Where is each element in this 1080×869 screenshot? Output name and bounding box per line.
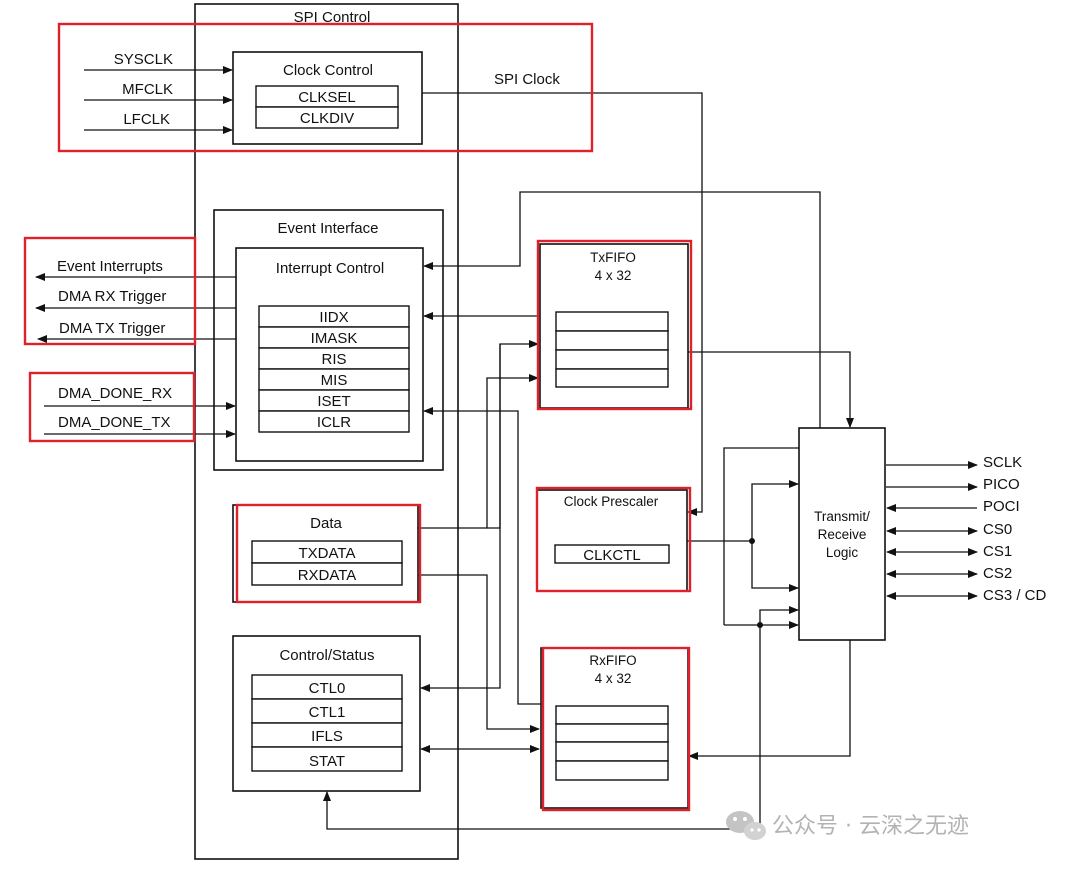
ifls-label: IFLS bbox=[311, 728, 343, 745]
sysclk-label: SYSCLK bbox=[114, 51, 173, 68]
trx-to-interrupt-wire bbox=[423, 191, 821, 428]
watermark-text: 公众号 · 云深之无迹 bbox=[772, 814, 969, 839]
event-interface-title: Event Interface bbox=[278, 220, 379, 237]
trx-line-2: Receive bbox=[818, 527, 867, 542]
clkctl-label: CLKCTL bbox=[583, 547, 641, 564]
ctl1-label: CTL1 bbox=[309, 704, 346, 721]
poci-pin-label: POCI bbox=[983, 498, 1020, 515]
rail-to-trx-wire-2 bbox=[759, 606, 799, 625]
txfifo-title: TxFIFO bbox=[590, 250, 636, 265]
interrupt-control-title: Interrupt Control bbox=[276, 260, 384, 277]
txfifo-to-trx-wire bbox=[688, 351, 854, 428]
rxfifo-title: RxFIFO bbox=[589, 653, 636, 668]
wechat-logo-icon bbox=[726, 811, 766, 840]
txfifo-slot bbox=[555, 368, 669, 388]
clksel-label: CLKSEL bbox=[298, 89, 356, 106]
trx-feedback-rail bbox=[723, 447, 799, 625]
highlight-event-outputs bbox=[23, 236, 197, 346]
spi-control-title: SPI Control bbox=[294, 9, 371, 26]
data-title: Data bbox=[310, 515, 342, 532]
interrupt-register-stack: IIDX IMASK RIS MIS ISET ICLR bbox=[258, 305, 410, 433]
rxfifo-to-rxdata-wire bbox=[418, 574, 540, 733]
highlight-boxes bbox=[23, 22, 693, 812]
clkdiv-label: CLKDIV bbox=[300, 110, 354, 127]
junction-dot bbox=[749, 538, 755, 544]
dma-done-rx-label: DMA_DONE_RX bbox=[58, 385, 172, 402]
highlight-dma-done-inputs bbox=[28, 371, 196, 443]
mfclk-label: MFCLK bbox=[122, 81, 173, 98]
ctl0-label: CTL0 bbox=[309, 680, 346, 697]
ris-label: RIS bbox=[321, 351, 346, 368]
dma-tx-trigger-label: DMA TX Trigger bbox=[59, 320, 165, 337]
iset-label: ISET bbox=[317, 393, 350, 410]
rxdata-register bbox=[251, 562, 403, 586]
cs2-pin-label: CS2 bbox=[983, 565, 1012, 582]
txfifo-slots bbox=[555, 311, 669, 388]
rxfifo-slot bbox=[555, 741, 669, 762]
trx-line-3: Logic bbox=[826, 545, 859, 560]
spi-clock-label: SPI Clock bbox=[494, 71, 560, 88]
spi-clock-wire bbox=[422, 92, 703, 516]
iclr-register bbox=[258, 410, 410, 433]
clkdiv-register bbox=[255, 106, 399, 129]
stat-label: STAT bbox=[309, 753, 345, 770]
stat-register bbox=[251, 746, 403, 772]
mis-label: MIS bbox=[321, 372, 348, 389]
cs0-pin-label: CS0 bbox=[983, 521, 1012, 538]
iclr-label: ICLR bbox=[317, 414, 351, 431]
txfifo-slot bbox=[555, 349, 669, 370]
sclk-pin-label: SCLK bbox=[983, 454, 1022, 471]
rxfifo-to-ctl0-wire bbox=[420, 344, 501, 692]
highlight-clock-control bbox=[57, 22, 594, 153]
wechat-watermark: 公众号 · 云深之无迹 bbox=[726, 811, 969, 840]
event-interrupts-label: Event Interrupts bbox=[57, 258, 163, 275]
transmit-receive-logic-box bbox=[798, 427, 886, 641]
highlight-data bbox=[235, 503, 422, 604]
rxfifo-slot bbox=[555, 760, 669, 781]
rxfifo-slot bbox=[555, 705, 669, 725]
lfclk-label: LFCLK bbox=[123, 111, 170, 128]
rxfifo-to-iclr-wire bbox=[423, 407, 541, 705]
control-status-title: Control/Status bbox=[279, 647, 374, 664]
prescaler-to-trx-wire-a bbox=[751, 480, 799, 541]
txdata-to-txfifo-wire-2 bbox=[487, 340, 539, 529]
connection-wires bbox=[323, 92, 978, 830]
iidx-label: IIDX bbox=[319, 309, 348, 326]
pico-pin-label: PICO bbox=[983, 476, 1020, 493]
clock-prescaler-title: Clock Prescaler bbox=[564, 494, 659, 509]
highlight-clock-prescaler bbox=[535, 486, 692, 593]
ifls-register bbox=[251, 722, 403, 748]
rxdata-label: RXDATA bbox=[298, 567, 357, 584]
trx-to-control-status-wire bbox=[323, 625, 761, 830]
cs3-cd-pin-label: CS3 / CD bbox=[983, 587, 1047, 604]
dma-rx-trigger-label: DMA RX Trigger bbox=[58, 288, 166, 305]
clock-control-title: Clock Control bbox=[283, 62, 373, 79]
rxfifo-size: 4 x 32 bbox=[595, 671, 632, 686]
highlight-txfifo bbox=[536, 239, 693, 411]
clkctl-register bbox=[554, 544, 670, 564]
imask-label: IMASK bbox=[311, 330, 358, 347]
rxfifo-slots bbox=[555, 705, 669, 781]
rxfifo-slot bbox=[555, 723, 669, 743]
highlight-rxfifo bbox=[541, 646, 691, 812]
txdata-to-txfifo-wire bbox=[418, 374, 539, 529]
cs1-pin-label: CS1 bbox=[983, 543, 1012, 560]
txdata-label: TXDATA bbox=[299, 545, 356, 562]
trx-to-rxfifo-wire bbox=[688, 640, 851, 760]
prescaler-to-trx-wire-b bbox=[751, 541, 799, 592]
trx-line-1: Transmit/ bbox=[814, 509, 870, 524]
dma-done-tx-label: DMA_DONE_TX bbox=[58, 414, 171, 431]
ctl0-register bbox=[251, 674, 403, 700]
txfifo-size: 4 x 32 bbox=[595, 268, 632, 283]
txfifo-slot bbox=[555, 330, 669, 351]
txfifo-slot bbox=[555, 311, 669, 332]
